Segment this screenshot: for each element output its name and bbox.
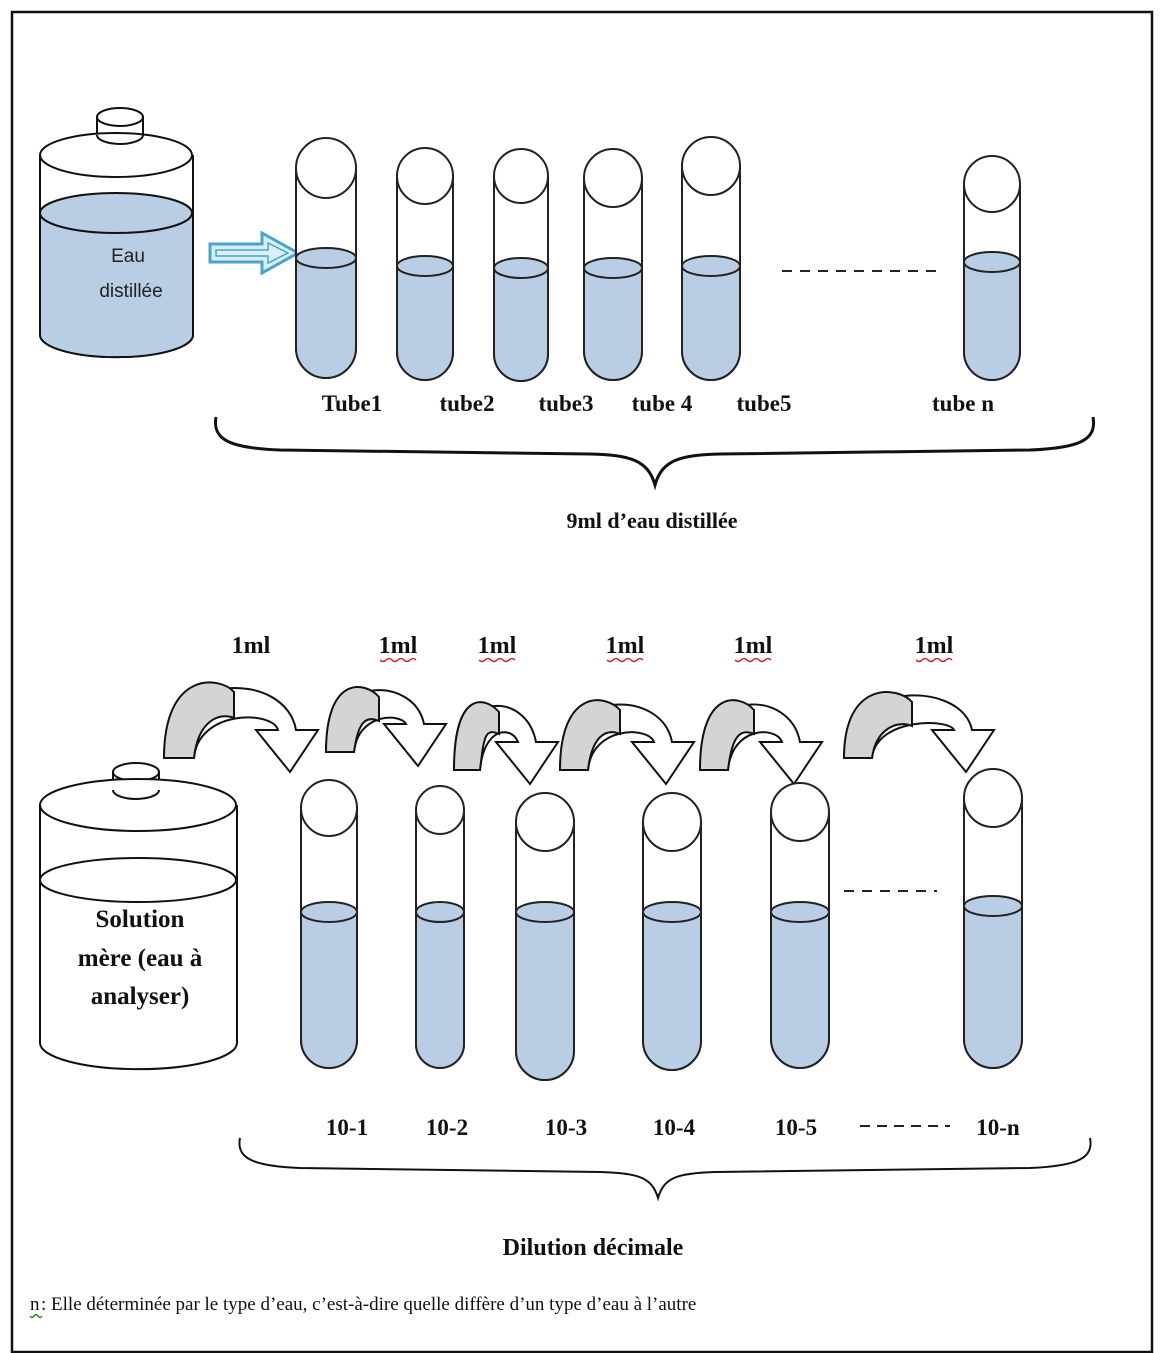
dilution-label-4: 10-4 bbox=[653, 1115, 696, 1140]
outer-frame bbox=[10, 10, 1154, 1353]
curved-arrow-2 bbox=[324, 686, 448, 768]
bottom-tubes bbox=[300, 768, 1023, 1081]
curved-arrow-4 bbox=[558, 699, 696, 786]
tube-label-1: Tube1 bbox=[322, 391, 383, 416]
transfer-labels: 1ml 1ml 1ml 1ml 1ml 1ml bbox=[232, 633, 954, 663]
tube-label-5: tube5 bbox=[737, 391, 792, 416]
dilution-label-n: 10-n bbox=[976, 1115, 1020, 1140]
tube-label-4: tube 4 bbox=[632, 391, 693, 416]
top-tube-labels: Tube1 tube2 tube3 tube 4 tube5 tube n bbox=[322, 391, 994, 416]
bottom-tube-4 bbox=[642, 792, 702, 1071]
top-tube-2 bbox=[396, 147, 454, 381]
bottle-label-line2: distillée bbox=[99, 281, 162, 302]
distilled-water-bottle: Eau distillée bbox=[39, 107, 194, 359]
bottom-tube-5 bbox=[770, 782, 830, 1069]
curved-arrow-5 bbox=[698, 699, 824, 786]
stock-solution-bottle: Solution mère (eau à analyser) bbox=[39, 762, 238, 1071]
transfer-label-2: 1ml bbox=[379, 633, 418, 659]
stock-label-line1: Solution bbox=[96, 906, 185, 933]
top-brace bbox=[213, 416, 1096, 491]
transfer-label-1: 1ml bbox=[232, 633, 271, 659]
top-tube-n bbox=[963, 155, 1021, 381]
top-tube-3 bbox=[493, 148, 549, 382]
bottom-tube-3 bbox=[515, 792, 575, 1081]
dilution-label-2: 10-2 bbox=[426, 1115, 468, 1140]
bottom-tube-2 bbox=[415, 785, 465, 1069]
inlet-arrow-icon bbox=[208, 230, 302, 276]
stock-label-line2: mère (eau à bbox=[78, 945, 203, 972]
bottom-tube-n bbox=[963, 768, 1023, 1069]
curved-arrow-6 bbox=[842, 691, 996, 774]
footnote-text: : Elle déterminée par le type d’eau, c’e… bbox=[41, 1294, 696, 1315]
dilution-labels: 10-1 10-2 10-3 10-4 10-5 10-n bbox=[326, 1115, 1020, 1140]
transfer-label-4: 1ml bbox=[606, 633, 645, 659]
bottom-brace-caption: Dilution décimale bbox=[503, 1235, 684, 1261]
curved-arrow-3 bbox=[452, 701, 560, 786]
top-brace-caption: 9ml d’eau distillée bbox=[566, 508, 737, 533]
transfer-label-3: 1ml bbox=[478, 633, 517, 659]
top-tubes bbox=[295, 136, 1021, 382]
curved-arrow-1 bbox=[162, 681, 320, 774]
stock-label-line3: analyser) bbox=[91, 983, 190, 1010]
tube-label-2: tube2 bbox=[440, 391, 495, 416]
footnote: n : Elle déterminée par le type d’eau, c… bbox=[29, 1294, 696, 1319]
transfer-label-5: 1ml bbox=[734, 633, 773, 659]
tube-label-3: tube3 bbox=[539, 391, 594, 416]
top-tube-5 bbox=[681, 136, 741, 381]
top-tube-4 bbox=[583, 148, 643, 381]
transfer-label-6: 1ml bbox=[915, 633, 954, 659]
dilution-label-5: 10-5 bbox=[775, 1115, 817, 1140]
bottom-tube-1 bbox=[300, 779, 358, 1069]
bottle-label-line1: Eau bbox=[111, 246, 145, 267]
curved-transfer-arrows bbox=[162, 681, 996, 786]
footnote-marker: n bbox=[30, 1294, 40, 1315]
top-tube-1 bbox=[295, 137, 357, 379]
tube-label-n: tube n bbox=[932, 391, 994, 416]
dilution-label-1: 10-1 bbox=[326, 1115, 368, 1140]
dilution-label-3: 10-3 bbox=[545, 1115, 587, 1140]
bottom-brace bbox=[238, 1137, 1092, 1202]
